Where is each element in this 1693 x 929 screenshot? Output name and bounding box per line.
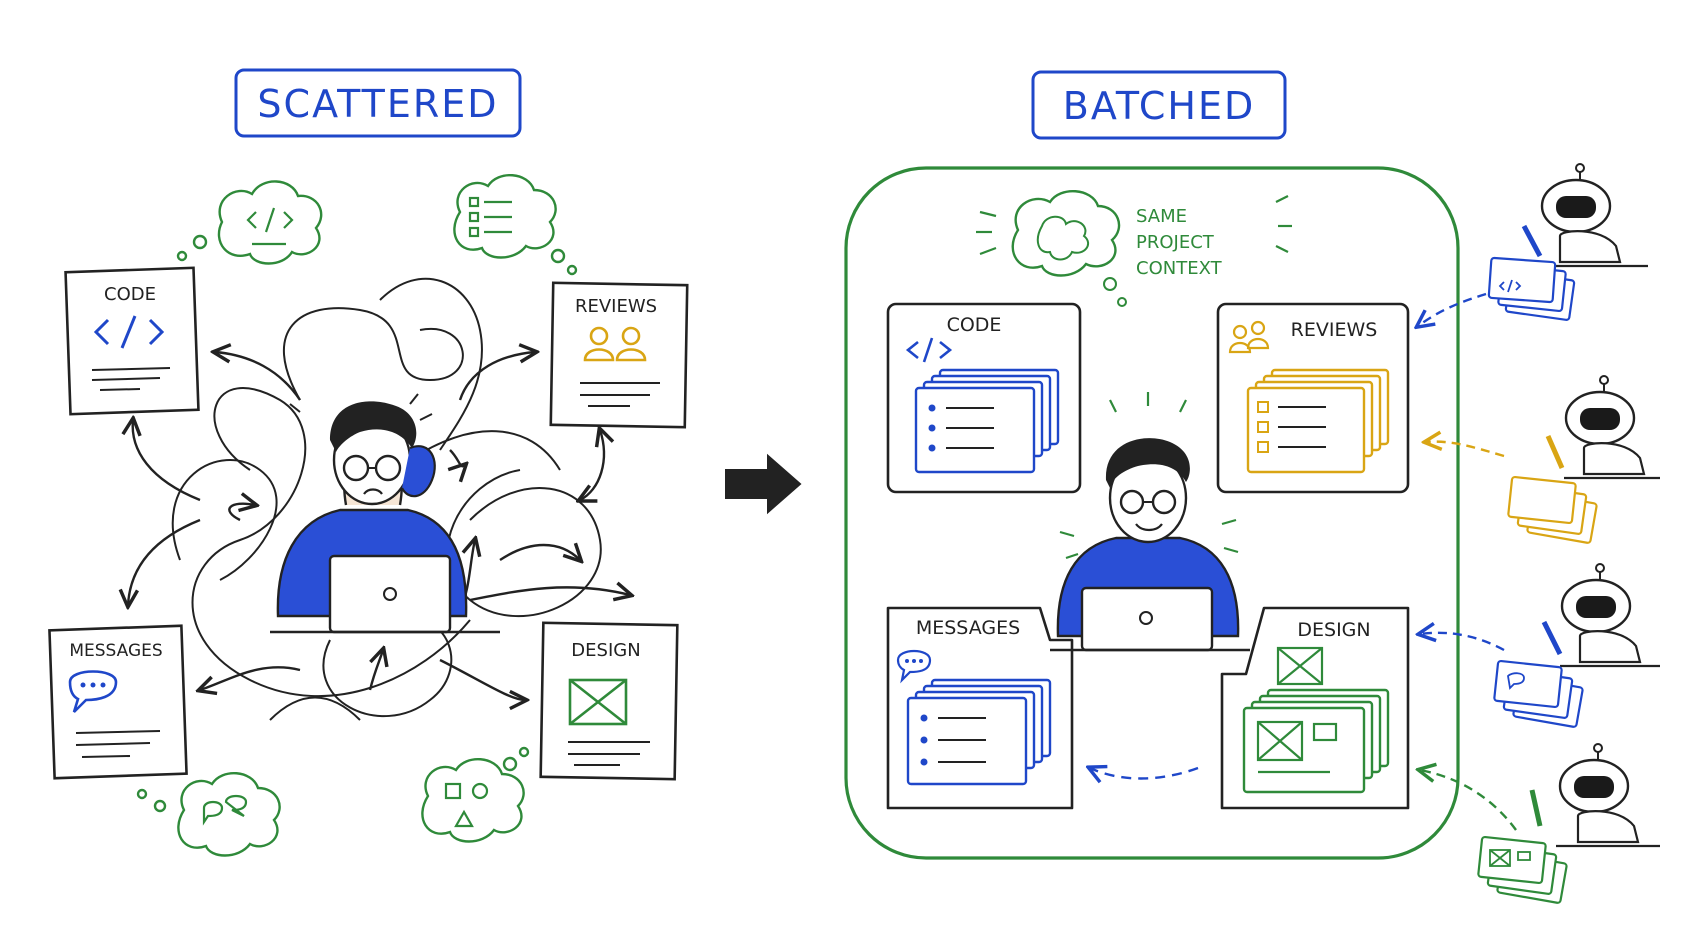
people-icon [1228,320,1270,354]
people-icon [583,326,647,362]
shapes-thought-icon [421,757,525,843]
batched-reviews-label: REVIEWS [1291,319,1378,341]
batched-title: BATCHED [1063,84,1255,128]
scattered-panel: SCATTERED [48,68,689,857]
batched-code-label: CODE [947,314,1002,336]
task-stack [906,678,1052,786]
batched-design-label: DESIGN [1297,619,1370,641]
robot-icon [1426,375,1660,544]
handoff-arrow [1090,768,1199,779]
scattered-reviews-card: REVIEWS [549,281,689,429]
scattered-code-label: CODE [104,284,156,305]
code-icon [93,315,165,349]
brain-icon [976,189,1292,307]
chat-icon [68,670,118,713]
scattered-title: SCATTERED [257,82,498,126]
laptop-icon [1080,586,1214,652]
code-icon [905,337,953,363]
chat-icon [896,649,932,684]
image-placeholder-icon [1276,646,1324,686]
batched-messages-card: MESSAGES [886,606,1074,810]
right-arrow-icon [725,453,802,515]
laptop-icon [328,554,452,634]
batched-messages-label: MESSAGES [916,617,1020,639]
context-label-line2: PROJECT [1136,232,1215,253]
batched-reviews-card: REVIEWS [1216,302,1410,494]
focused-person [1050,392,1250,652]
scattered-arrows [128,352,630,700]
scattered-reviews-label: REVIEWS [575,296,657,317]
batched-design-card: DESIGN [1220,606,1410,810]
scattered-title-box [234,68,522,138]
scattered-messages-card: MESSAGES [48,624,188,780]
task-stack [914,368,1060,474]
robot-icon [1420,743,1660,904]
batched-panel: BATCHED SAME PROJECT CONTEXT CODE [844,70,1460,860]
scattered-messages-label: MESSAGES [69,641,162,661]
chat-thought-icon [177,771,281,857]
stressed-person [270,393,500,634]
batched-code-card: CODE [886,302,1082,494]
task-stack [1246,368,1390,474]
scattered-code-card: CODE [64,266,200,416]
robot-icon [1418,163,1648,326]
agents [1418,163,1660,904]
scattered-design-card: DESIGN [539,621,679,781]
robot-icon [1420,563,1660,728]
image-placeholder-icon [568,678,628,726]
scattered-design-label: DESIGN [571,640,640,661]
batched-title-box [1031,70,1287,140]
context-label-line3: CONTEXT [1136,258,1223,279]
shared-context-container [844,166,1460,860]
context-label-line1: SAME [1136,206,1187,227]
